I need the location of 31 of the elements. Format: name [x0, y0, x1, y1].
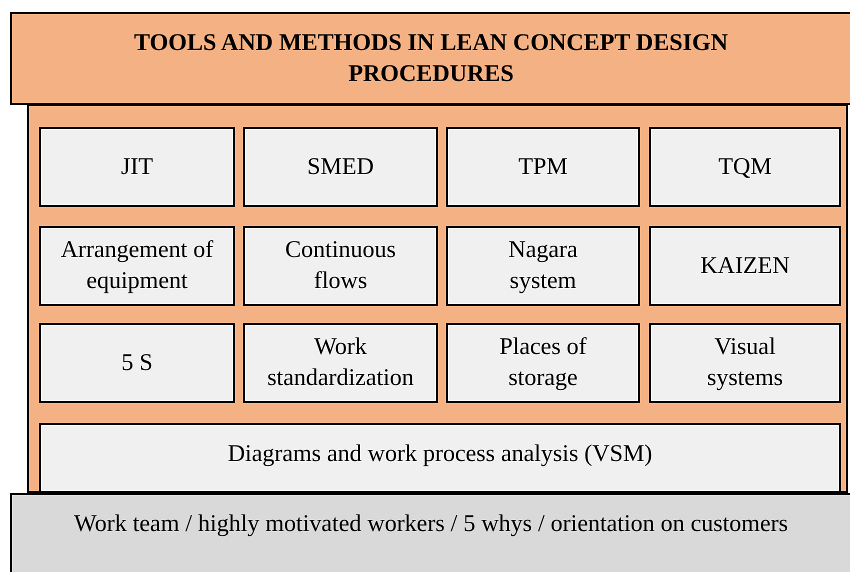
method-label: JIT: [121, 152, 153, 182]
method-box: [649, 323, 841, 403]
method-box: [39, 127, 235, 207]
method-box: [649, 226, 841, 306]
roof-banner: [10, 12, 850, 105]
method-label: Visual systems: [706, 333, 784, 393]
method-box: [39, 323, 235, 403]
method-label: SMED: [307, 152, 374, 182]
method-box: [446, 323, 640, 403]
method-box: [39, 226, 235, 306]
method-box: [243, 323, 438, 403]
method-label: Nagara system: [507, 236, 579, 296]
method-box: [243, 127, 438, 207]
analysis-label: Diagrams and work process analysis (VSM): [228, 440, 652, 469]
method-box: [243, 226, 438, 306]
foundation-label: Work team / highly motivated workers / 5 whys / orientation on customers: [73, 510, 789, 539]
method-label: TQM: [718, 152, 772, 182]
house-body-panel: [27, 104, 848, 493]
method-label: 5 S: [121, 348, 153, 378]
method-box: [649, 127, 841, 207]
method-label: TPM: [518, 152, 568, 182]
method-box: [446, 226, 640, 306]
method-box: [446, 127, 640, 207]
analysis-box: [39, 423, 841, 493]
method-label: Arrangement of equipment: [60, 236, 214, 296]
method-label: Work standardization: [266, 333, 415, 393]
method-label: Places of storage: [498, 333, 588, 393]
method-label: Continuous flows: [284, 236, 397, 296]
foundation-box: [10, 493, 850, 572]
title-text: TOOLS AND METHODS IN LEAN CONCEPT DESIGN PROCEDURES: [133, 28, 729, 88]
method-label: KAIZEN: [700, 252, 790, 280]
